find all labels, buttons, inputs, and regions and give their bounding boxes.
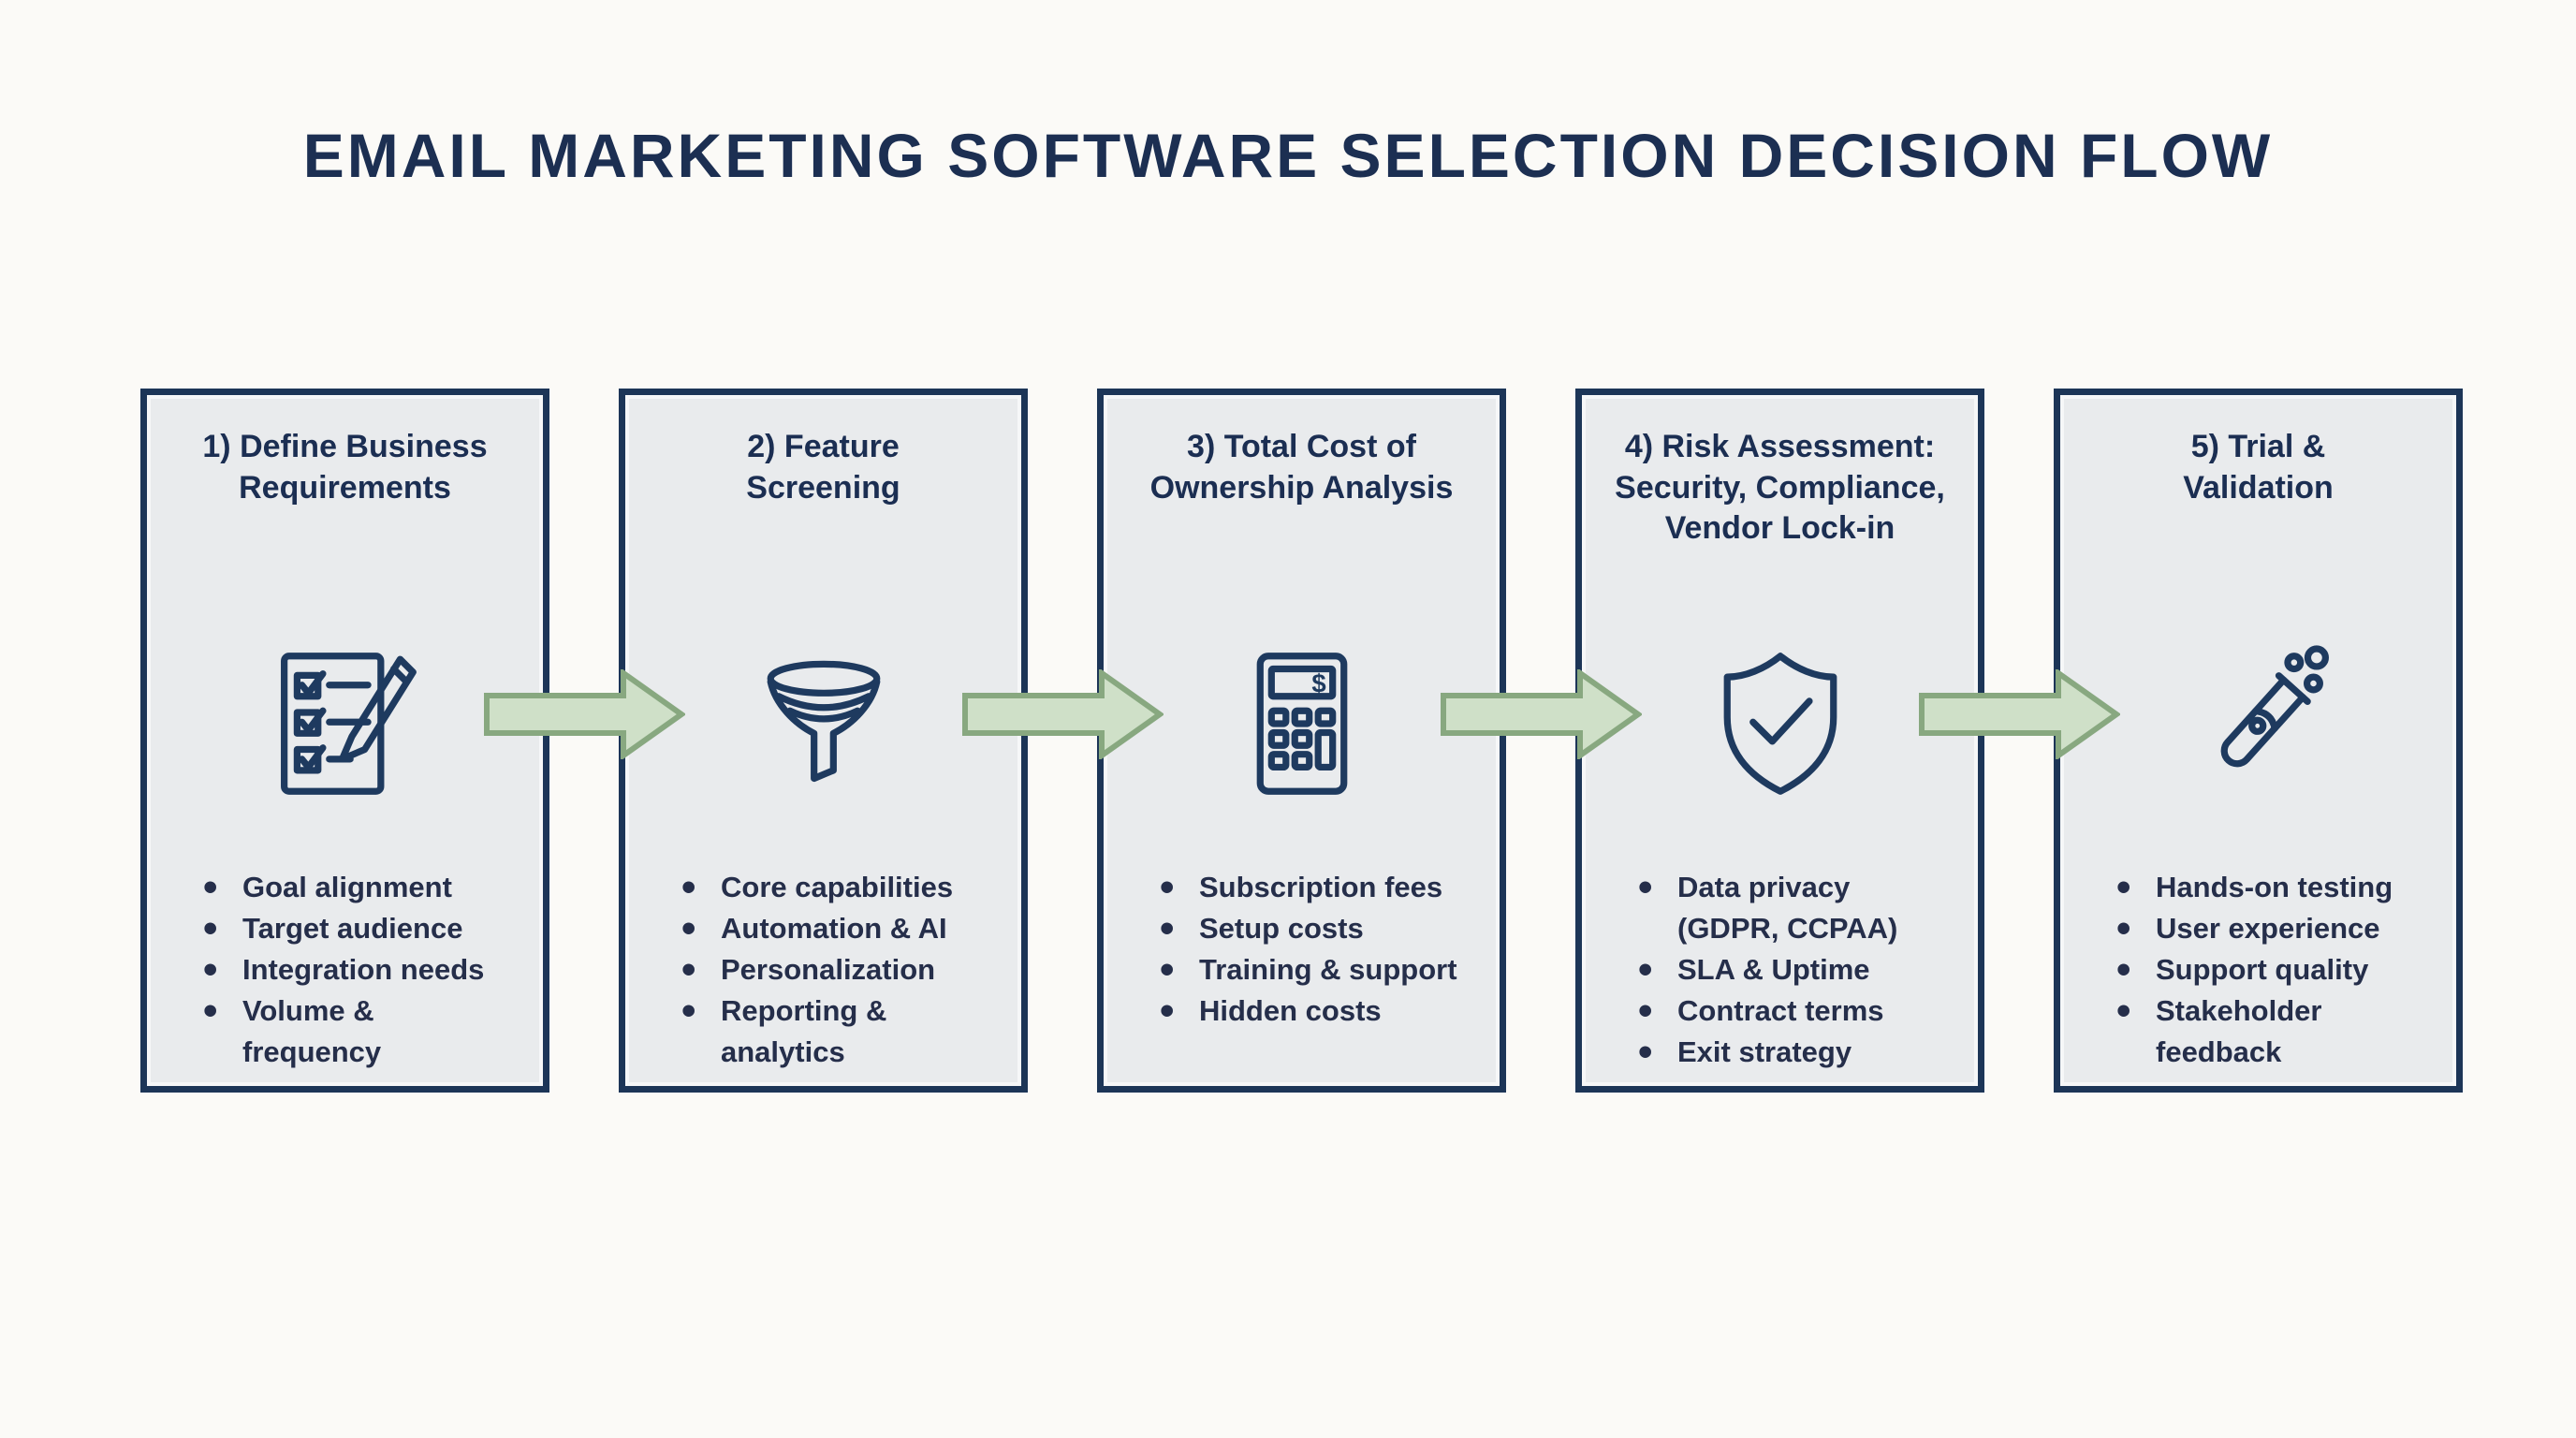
bullet-list: Data privacy (GDPR, CCPAA) SLA & Uptime … xyxy=(1582,867,1978,1073)
flow-arrow-icon xyxy=(484,669,685,759)
step-box-trial-validation: 5) Trial & Validation xyxy=(2054,389,2463,1093)
bullet-item: Hidden costs xyxy=(1158,990,1488,1032)
step-title: 3) Total Cost of Ownership Analysis xyxy=(1149,429,1454,506)
bullet-item: Hands-on testing xyxy=(2115,867,2445,908)
bullet-item: Support quality xyxy=(2115,949,2445,990)
bullet-item: Personalization xyxy=(680,949,1010,990)
steps-row: 1) Define Business Requirements xyxy=(140,389,2463,1093)
bullet-item: Reporting & analytics xyxy=(680,990,1010,1073)
svg-text:$: $ xyxy=(1311,668,1325,697)
bullet-item: Stakeholder feedback xyxy=(2115,990,2445,1073)
bullet-item: Target audience xyxy=(201,908,532,949)
bullet-list: Goal alignment Target audience Integrati… xyxy=(147,867,543,1073)
step-box-risk-assessment: 4) Risk Assessment: Security, Compliance… xyxy=(1575,389,1984,1093)
bullet-item: Integration needs xyxy=(201,949,532,990)
bullet-item: Core capabilities xyxy=(680,867,1010,908)
bullet-item: Automation & AI xyxy=(680,908,1010,949)
step-title: 2) Feature Screening xyxy=(746,429,900,506)
flow-arrow-icon xyxy=(1919,669,2120,759)
bullet-item: Volume & frequency xyxy=(201,990,532,1073)
bullet-item: Data privacy (GDPR, CCPAA) xyxy=(1636,867,1967,949)
step-title: 1) Define Business Requirements xyxy=(202,429,488,506)
bullet-item: Setup costs xyxy=(1158,908,1488,949)
calculator-icon: $ xyxy=(1104,588,1500,859)
bullet-item: Training & support xyxy=(1158,949,1488,990)
bullet-item: Contract terms xyxy=(1636,990,1967,1032)
step-box-cost-analysis: 3) Total Cost of Ownership Analysis xyxy=(1097,389,1506,1093)
flow-arrow-icon xyxy=(962,669,1164,759)
bullet-list: Hands-on testing User experience Support… xyxy=(2060,867,2456,1073)
step-title: 4) Risk Assessment: Security, Compliance… xyxy=(1615,429,1945,547)
diagram-title: EMAIL MARKETING SOFTWARE SELECTION DECIS… xyxy=(302,121,2274,190)
step-box-feature-screening: 2) Feature Screening Core capabilities A… xyxy=(619,389,1028,1093)
checklist-icon xyxy=(147,588,543,859)
bullet-item: Exit strategy xyxy=(1636,1032,1967,1073)
shield-check-icon xyxy=(1582,588,1978,859)
flow-arrow-icon xyxy=(1441,669,1642,759)
funnel-icon xyxy=(625,588,1021,859)
bullet-item: Subscription fees xyxy=(1158,867,1488,908)
bullet-item: Goal alignment xyxy=(201,867,532,908)
bullet-item: SLA & Uptime xyxy=(1636,949,1967,990)
bullet-list: Core capabilities Automation & AI Person… xyxy=(625,867,1021,1073)
test-tube-icon xyxy=(2060,588,2456,859)
step-box-define-requirements: 1) Define Business Requirements xyxy=(140,389,549,1093)
step-title: 5) Trial & Validation xyxy=(2183,429,2334,506)
bullet-item: User experience xyxy=(2115,908,2445,949)
bullet-list: Subscription fees Setup costs Training &… xyxy=(1104,867,1500,1032)
